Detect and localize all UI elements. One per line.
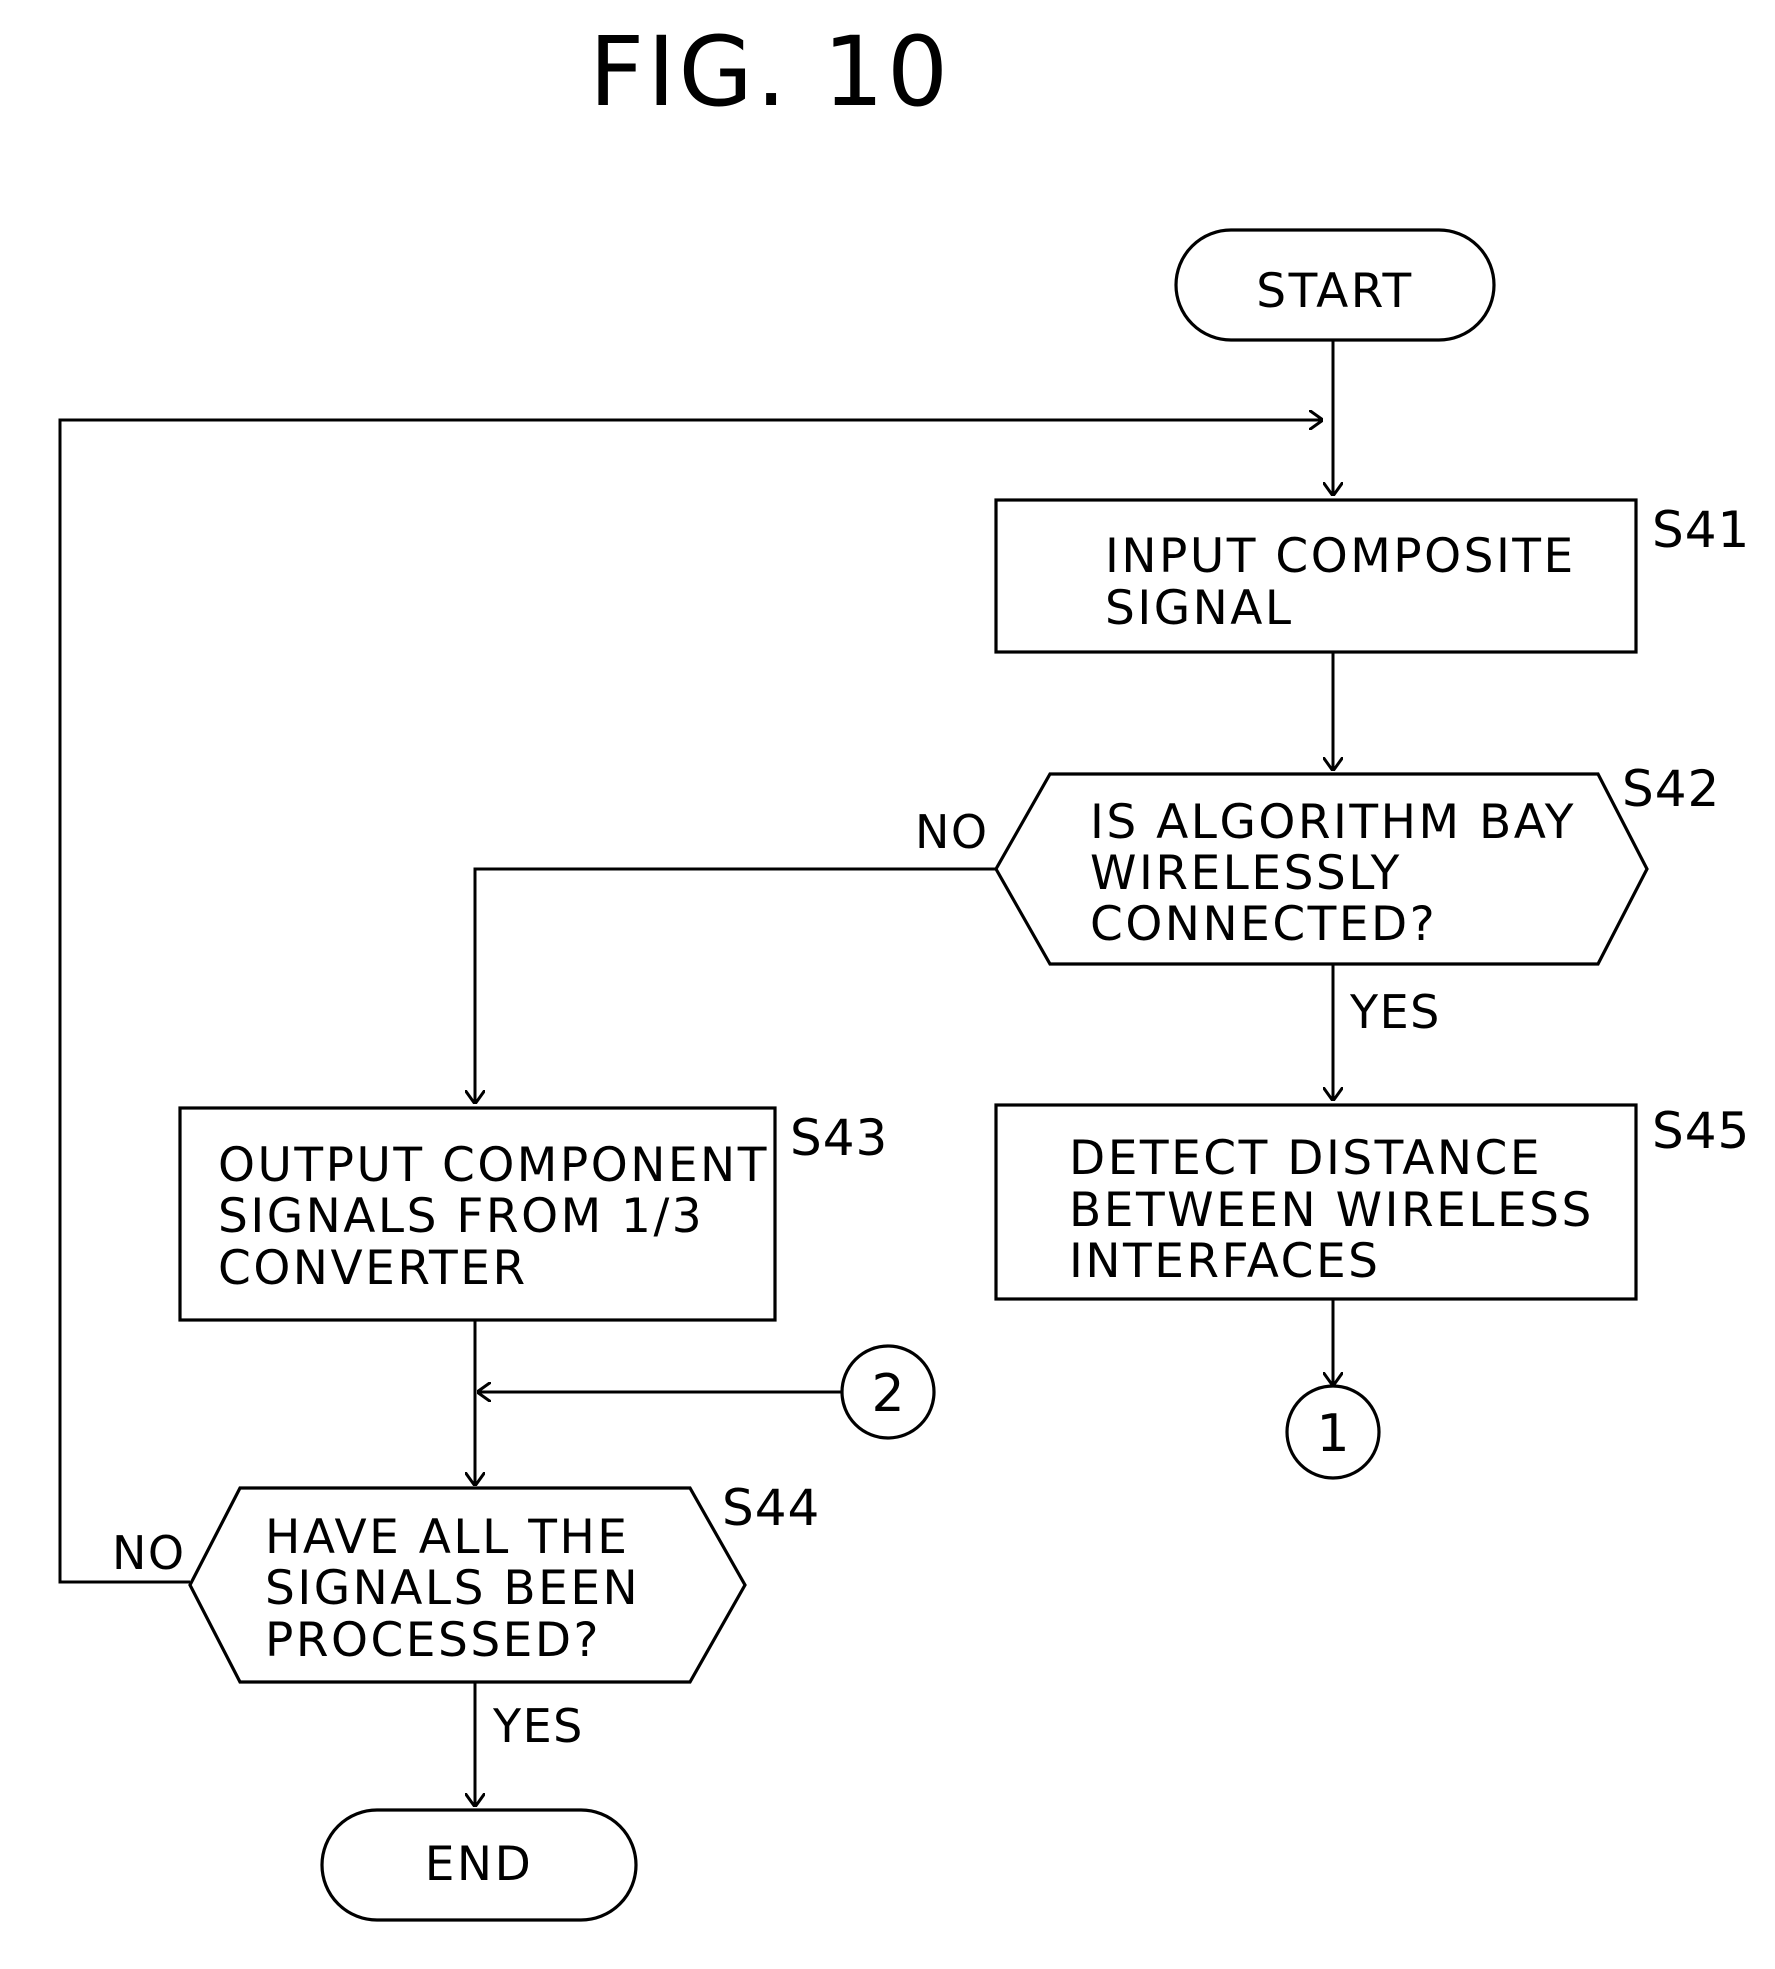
decision-s42: IS ALGORITHM BAY WIRELESSLY CONNECTED? (996, 774, 1647, 964)
step-s45: DETECT DISTANCE BETWEEN WIRELESS INTERFA… (996, 1105, 1636, 1299)
end-label: END (425, 1837, 534, 1892)
step-s43: OUTPUT COMPONENT SIGNALS FROM 1/3 CONVER… (180, 1108, 775, 1320)
start-label: START (1256, 264, 1414, 319)
s44-line-2: SIGNALS BEEN (265, 1561, 640, 1616)
end-terminal: END (322, 1810, 636, 1920)
s42-step-id: S42 (1622, 760, 1720, 818)
s45-line-1: DETECT DISTANCE (1069, 1131, 1542, 1186)
s42-line-1: IS ALGORITHM BAY (1090, 795, 1576, 850)
s43-line-1: OUTPUT COMPONENT (218, 1138, 769, 1193)
s42-line-3: CONNECTED? (1090, 897, 1437, 952)
connector-2-label: 2 (871, 1364, 904, 1424)
s43-line-3: CONVERTER (218, 1241, 528, 1296)
s41-step-id: S41 (1652, 501, 1750, 559)
s44-no-label: NO (112, 1526, 186, 1580)
s41-line-2: SIGNAL (1105, 581, 1294, 636)
s44-line-1: HAVE ALL THE (265, 1510, 630, 1565)
s43-line-2: SIGNALS FROM 1/3 (218, 1189, 704, 1244)
connector-1-label: 1 (1316, 1404, 1349, 1464)
figure-title: FIG. 10 (589, 16, 951, 128)
s41-line-1: INPUT COMPOSITE (1105, 529, 1576, 584)
start-terminal: START (1176, 230, 1494, 340)
connector-1: 1 (1287, 1386, 1379, 1478)
decision-s44: HAVE ALL THE SIGNALS BEEN PROCESSED? (190, 1488, 745, 1682)
arrow-s42-no-to-s43 (475, 869, 996, 1103)
s45-line-2: BETWEEN WIRELESS (1069, 1183, 1594, 1238)
s45-line-3: INTERFACES (1069, 1234, 1380, 1289)
s42-line-2: WIRELESSLY (1090, 846, 1402, 901)
s44-line-3: PROCESSED? (265, 1613, 601, 1668)
s44-yes-label: YES (492, 1699, 584, 1753)
s45-step-id: S45 (1652, 1102, 1750, 1160)
s43-step-id: S43 (790, 1109, 888, 1167)
s44-step-id: S44 (722, 1479, 820, 1537)
connector-2: 2 (842, 1346, 934, 1438)
step-s41: INPUT COMPOSITE SIGNAL (996, 500, 1636, 652)
s42-no-label: NO (915, 805, 989, 859)
s42-yes-label: YES (1349, 985, 1441, 1039)
